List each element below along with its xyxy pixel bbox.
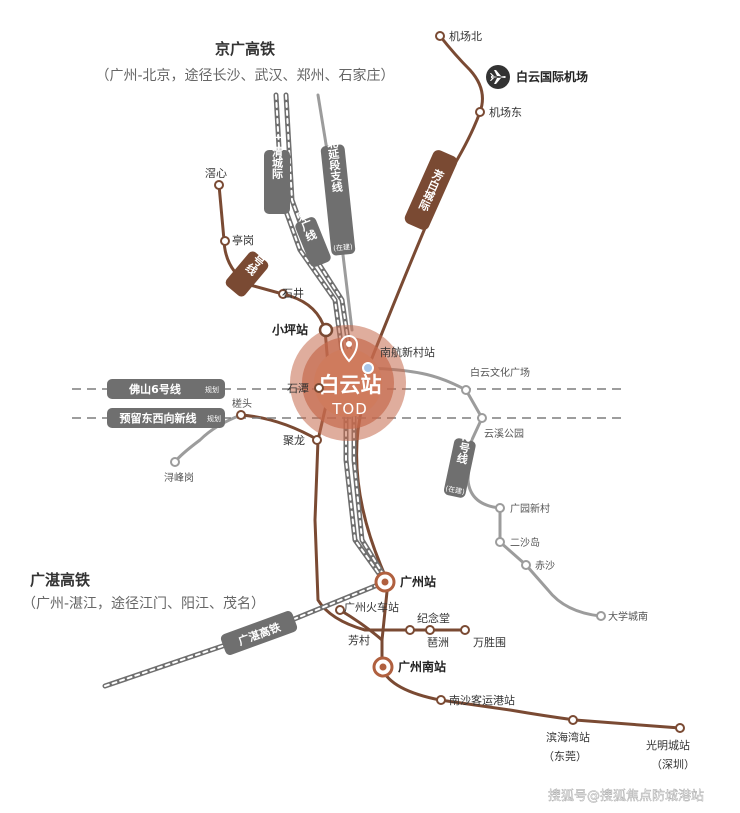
label-binhaiwan: 滨海湾站 [546, 730, 590, 744]
line8-route [217, 183, 467, 632]
hub-baiyun-tod[interactable]: 白云站 TOD [290, 325, 406, 441]
location-pin-icon [339, 335, 359, 363]
label-fangcun: 芳村 [348, 633, 370, 647]
label-xunfenggang: 浔峰岗 [164, 471, 194, 484]
station-dot-university-south[interactable] [596, 611, 606, 621]
jingguang-title: 京广高铁 [215, 40, 275, 58]
airplane-icon[interactable] [486, 65, 510, 89]
chatou-route [239, 413, 320, 442]
rail-station-icon[interactable] [374, 571, 396, 593]
station-dots-gray [170, 385, 606, 621]
guangzhan-subtitle: （广州-湛江，途径江门、阳江、茂名） [22, 595, 265, 612]
label-jiniantang: 纪念堂 [417, 611, 450, 625]
station-dot-airport-north[interactable] [435, 31, 445, 41]
badge-reserved-ew-note: 规划 [207, 414, 221, 423]
label-binhaiwan-city: （东莞） [543, 750, 587, 763]
reserved-ew-route [173, 413, 243, 464]
station-dot-shicha[interactable] [314, 383, 324, 393]
station-dot-yongxin[interactable] [214, 180, 224, 190]
station-dot-julong[interactable] [312, 435, 322, 445]
badge-reserved-ew[interactable]: 预留东西向新线 规划 [107, 408, 225, 428]
label-guangyuan: 广园新村 [510, 502, 550, 515]
guangzhan-title: 广湛高铁 [30, 571, 90, 589]
hub-title: 白云站 [319, 373, 382, 397]
label-guangzhou-station: 广州站 [400, 574, 436, 589]
station-dot-xunfenggang[interactable] [170, 457, 180, 467]
label-guangzhou-huoche: 广州火车站 [344, 600, 399, 614]
station-dot-guangyuan[interactable] [495, 503, 505, 513]
station-dot-binhaiwan[interactable] [568, 715, 578, 725]
station-dot-wanshengwei[interactable] [460, 625, 470, 635]
badge-foshan6-note: 规划 [205, 385, 219, 394]
station-dot-xiaoping[interactable] [318, 322, 334, 338]
label-shicha: 石潭 [287, 382, 309, 395]
label-wanshengwei: 万胜围 [473, 635, 506, 649]
label-julong: 聚龙 [283, 434, 305, 447]
label-jutou: 槎头 [232, 397, 252, 410]
station-dot-xizhou[interactable] [425, 625, 435, 635]
rail-station-icon[interactable] [372, 656, 394, 678]
label-nansha-port: 南沙客运港站 [449, 693, 515, 707]
badge-line8-branch-note: (在建) [333, 242, 354, 253]
badge-line12-note: (在建) [445, 484, 466, 497]
watermark: 搜狐号@搜狐焦点防城港站 [548, 788, 704, 804]
hub-subtitle: TOD [331, 400, 368, 418]
jingguang-subtitle: （广州-北京，途径长沙、武汉、郑州、石家庄） [95, 67, 394, 84]
label-tinggang: 亭岗 [232, 233, 254, 247]
badge-line12[interactable]: 12号线 (在建) [443, 425, 479, 499]
station-dot-fangcun[interactable] [335, 605, 345, 615]
station-dot-jutou[interactable] [236, 410, 246, 420]
badge-guangzhan[interactable]: 广湛高铁 [220, 610, 299, 657]
label-yunxi-park: 云溪公园 [484, 428, 524, 440]
label-guangmingcheng: 光明城站 [646, 738, 690, 752]
station-dot-chisha[interactable] [521, 560, 531, 570]
label-baiyun-culture: 白云文化广场 [470, 366, 530, 379]
label-yongxin: 滘心 [205, 167, 227, 180]
station-dot-yunxi[interactable] [477, 413, 487, 423]
station-dot-nanhang[interactable] [362, 362, 374, 374]
station-dot-guangmingcheng[interactable] [675, 723, 685, 733]
station-dots [214, 31, 685, 733]
badge-foshan6-label: 佛山6号线 [128, 382, 181, 396]
badge-guangqing[interactable]: 广清城际 [264, 134, 290, 214]
label-shijing: 石井 [282, 286, 304, 300]
label-airport-north: 机场北 [449, 29, 482, 43]
station-dot-tinggang[interactable] [220, 236, 230, 246]
line12-route [366, 366, 602, 618]
station-dot-ershadao[interactable] [495, 537, 505, 547]
label-ershadao: 二沙岛 [510, 536, 540, 549]
station-dot-shijing[interactable] [278, 289, 288, 299]
label-guangzhou-south: 广州南站 [398, 659, 446, 674]
label-university-south: 大学城南 [608, 610, 648, 623]
label-baiyun-airport: 白云国际机场 [516, 69, 588, 84]
guangzhan-rail-dash [104, 581, 386, 687]
label-xiaoping: 小坪站 [272, 322, 308, 337]
badge-fangbai[interactable]: 芳白城际 [403, 148, 459, 232]
station-dot-baiyun-culture[interactable] [461, 385, 471, 395]
label-chisha: 赤沙 [535, 560, 555, 572]
station-dot-airport-east[interactable] [475, 107, 485, 117]
label-airport-east: 机场东 [489, 105, 522, 119]
badge-guangqing-label: 广清城际 [271, 134, 284, 180]
badge-foshan6[interactable]: 佛山6号线 规划 [107, 379, 225, 399]
label-xizhou: 琶洲 [427, 636, 449, 649]
label-guangmingcheng-city: （深圳） [651, 758, 695, 771]
station-dot-nansha[interactable] [436, 695, 446, 705]
station-dot-jiniantang[interactable] [405, 625, 415, 635]
label-nanhangxincun: 南航新村站 [380, 345, 435, 359]
badge-reserved-ew-label: 预留东西向新线 [120, 411, 197, 425]
